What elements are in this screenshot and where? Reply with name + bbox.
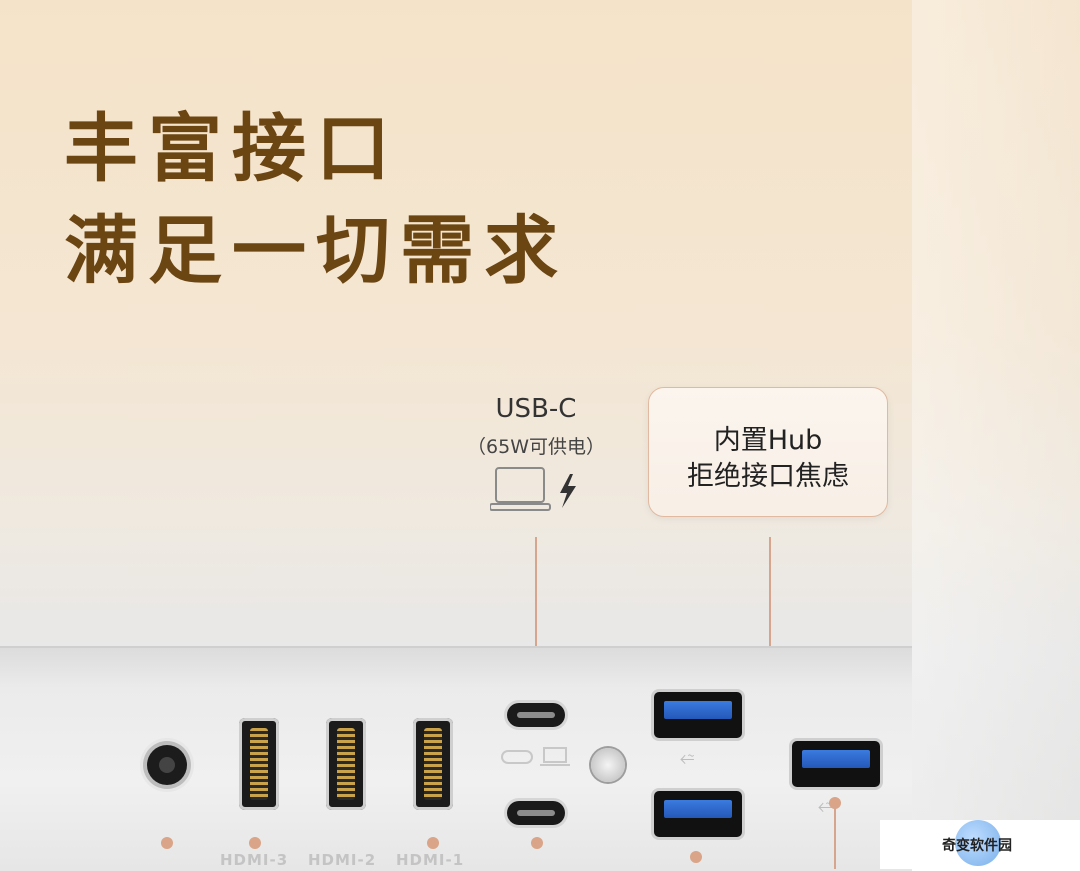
hdmi-1-port [413, 718, 453, 810]
lightning-icon [560, 474, 576, 508]
watermark-logo-icon [955, 820, 1001, 866]
usba-right-label-line [834, 806, 836, 869]
hub-callout-box: 内置Hub 拒绝接口焦虑 [648, 387, 888, 517]
usbc-callout-line [535, 537, 537, 673]
headline-line-1: 丰富接口 [64, 106, 400, 192]
hdmi-1-label: HDMI-1 [396, 851, 465, 869]
hub-callout-line-2: 拒绝接口焦虑 [687, 461, 849, 492]
usbc-port-top [507, 703, 565, 727]
hub-callout-line [769, 537, 771, 673]
usbc-port-bottom [507, 801, 565, 825]
hdmi1-label-dot [427, 837, 439, 849]
screw-icon [591, 748, 625, 782]
usb-symbol-icon-right: ⭉ [818, 796, 833, 817]
usbc-laptop-marking [501, 747, 570, 766]
usbc-bottom-label-dot [531, 837, 543, 849]
usba-right-label-dot [829, 797, 841, 809]
port-panel [0, 646, 912, 871]
laptop-marking-icon [540, 747, 570, 766]
hdmi-2-label: HDMI-2 [308, 851, 377, 869]
usba-bottom-label-dot [690, 851, 702, 863]
usb-a-port-bottom [654, 791, 742, 837]
usbc-subtitle: （65W可供电） [467, 436, 605, 458]
watermark-text: 奇变软件园 [942, 838, 1012, 854]
laptop-icon [490, 467, 551, 511]
hdmi-3-port [239, 718, 279, 810]
hdmi-3-label: HDMI-3 [220, 851, 289, 869]
hub-callout-line-1: 内置Hub [713, 425, 823, 456]
hdmi-2-port [326, 718, 366, 810]
laptop-charge-icon [490, 467, 576, 511]
headline-line-2: 满足一切需求 [64, 208, 568, 294]
usbc-title: USB-C [495, 394, 577, 424]
audio-label-dot [161, 837, 173, 849]
hdmi3-label-dot [249, 837, 261, 849]
usb-a-port-top [654, 692, 742, 738]
usb-symbol-icon: ⭉ [680, 748, 695, 769]
usbc-symbol-icon [501, 750, 533, 764]
monitor-side-edge [912, 0, 1080, 869]
audio-jack-port [147, 745, 187, 785]
usb-a-port-right [792, 741, 880, 787]
